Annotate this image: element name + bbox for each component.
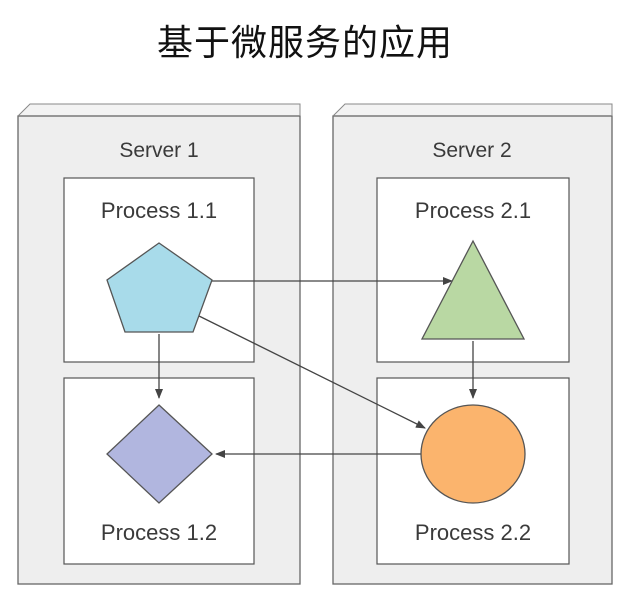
server-1-label: Server 1 xyxy=(119,139,198,162)
arrow-p11-to-p22 xyxy=(198,315,426,429)
pentagon-shape xyxy=(106,242,213,333)
diamond-shape xyxy=(106,404,213,504)
server-2-label: Server 2 xyxy=(432,139,511,162)
process-1-2-label: Process 1.2 xyxy=(101,520,217,545)
process-1-1-label: Process 1.1 xyxy=(101,198,217,223)
process-2-1-label: Process 2.1 xyxy=(415,198,531,223)
diagram-title: 基于微服务的应用 xyxy=(156,23,453,64)
circle-shape xyxy=(420,404,526,504)
process-2-2-label: Process 2.2 xyxy=(415,520,531,545)
triangle-shape xyxy=(420,239,526,340)
